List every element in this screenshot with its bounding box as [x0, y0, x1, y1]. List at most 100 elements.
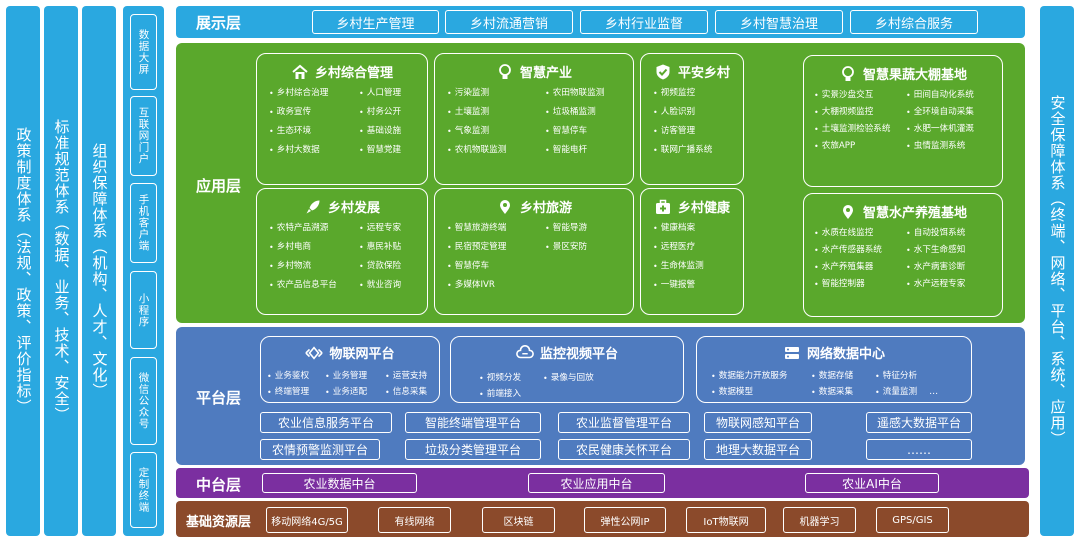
card-network-data-center[interactable]: 网络数据中心 数据能力开放服务 数据存储 特征分析 数据模型 数据采集 流量监测… — [696, 336, 972, 403]
list-item[interactable]: 远程专家 — [359, 223, 421, 234]
display-item-supervision[interactable]: 乡村行业监督 — [580, 10, 708, 34]
list-item[interactable]: 前端接入 — [479, 389, 537, 400]
list-item[interactable]: 生态环境 — [269, 126, 353, 137]
list-item[interactable]: 农田物联监测 — [545, 88, 627, 99]
channel-wechat-account[interactable]: 微信公众号 — [130, 357, 157, 445]
card-village-development[interactable]: 乡村发展 农特产品溯源 远程专家 乡村电商 惠民补贴 乡村物流 贷款保险 农产品… — [256, 188, 428, 315]
list-item[interactable]: 业务管理 — [325, 371, 383, 382]
platform-smart-terminal[interactable]: 智能终端管理平台 — [405, 412, 541, 433]
card-village-management[interactable]: 乡村综合管理 乡村综合治理 人口管理 政务宣传 村务公开 生态环境 基础设施 乡… — [256, 53, 428, 185]
list-item[interactable]: 农特产品溯源 — [269, 223, 353, 234]
base-mobile-network[interactable]: 移动网络4G/5G — [266, 507, 348, 533]
list-item[interactable]: 人口管理 — [359, 88, 421, 99]
list-item[interactable]: 垃圾桶监测 — [545, 107, 627, 118]
list-item[interactable]: 视频分发 — [479, 373, 537, 384]
platform-agri-info-service[interactable]: 农业信息服务平台 — [260, 412, 392, 433]
card-greenhouse-base[interactable]: 智慧果蔬大棚基地 实景沙盘交互 田间自动化系统 大棚视频监控 全环境自动采集 土… — [803, 55, 1003, 187]
list-item[interactable]: 健康档案 — [653, 223, 737, 234]
list-item[interactable]: 访客管理 — [653, 126, 737, 137]
list-item[interactable]: 智能电杆 — [545, 145, 627, 156]
base-blockchain[interactable]: 区块链 — [482, 507, 555, 533]
card-village-health[interactable]: 乡村健康 健康档案 远程医疗 生命体监测 一键报警 — [640, 188, 744, 315]
list-item[interactable]: 多媒体IVR — [447, 280, 539, 291]
list-item[interactable]: 智慧停车 — [447, 261, 539, 272]
list-item[interactable]: 乡村电商 — [269, 242, 353, 253]
list-item[interactable]: 农产品信息平台 — [269, 280, 353, 291]
list-item[interactable]: 数据能力开放服务 — [711, 371, 809, 382]
list-item[interactable]: 数据采集 — [811, 387, 873, 398]
list-item[interactable]: 智能导游 — [545, 223, 627, 234]
platform-agri-supervision[interactable]: 农业监督管理平台 — [558, 412, 690, 433]
list-item[interactable]: 运营支持 — [385, 371, 433, 382]
base-iot[interactable]: IoT物联网 — [686, 507, 766, 533]
card-safe-village[interactable]: 平安乡村 视频监控 人脸识别 访客管理 联网广播系统 — [640, 53, 744, 185]
display-item-marketing[interactable]: 乡村流通营销 — [445, 10, 573, 34]
list-item[interactable]: 水产传感器系统 — [814, 245, 900, 256]
list-item[interactable]: 虫情监测系统 — [906, 141, 996, 152]
channel-data-screen[interactable]: 数据大屏 — [130, 14, 157, 90]
base-gps-gis[interactable]: GPS/GIS — [876, 507, 949, 533]
list-item[interactable]: 贷款保险 — [359, 261, 421, 272]
platform-more[interactable]: …… — [866, 439, 972, 460]
list-item[interactable]: 一键报警 — [653, 280, 737, 291]
list-item[interactable]: 政务宣传 — [269, 107, 353, 118]
list-item[interactable]: 土壤监测 — [447, 107, 539, 118]
list-item[interactable]: 信息采集 — [385, 387, 433, 398]
list-item[interactable]: 水质在线监控 — [814, 228, 900, 239]
platform-farmer-health[interactable]: 农民健康关怀平台 — [558, 439, 690, 460]
middle-agri-data[interactable]: 农业数据中台 — [262, 473, 417, 493]
card-aquaculture-base[interactable]: 智慧水产养殖基地 水质在线监控 自动投饵系统 水产传感器系统 水下生命感知 水产… — [803, 193, 1003, 317]
list-item[interactable]: 数据模型 — [711, 387, 809, 398]
list-item[interactable]: 业务鉴权 — [267, 371, 323, 382]
list-item[interactable]: 水肥一体机灌溉 — [906, 124, 996, 135]
list-item[interactable]: 特征分析 — [875, 371, 965, 382]
list-item[interactable]: 智能控制器 — [814, 279, 900, 290]
list-item[interactable]: 民宿预定管理 — [447, 242, 539, 253]
base-elastic-ip[interactable]: 弹性公网IP — [584, 507, 666, 533]
list-item[interactable]: 村务公开 — [359, 107, 421, 118]
channel-web-portal[interactable]: 互联网门户 — [130, 96, 157, 176]
list-item[interactable]: 乡村大数据 — [269, 145, 353, 156]
list-item[interactable]: 水产远程专家 — [906, 279, 996, 290]
platform-agri-warning[interactable]: 农情预警监测平台 — [260, 439, 380, 460]
base-wired-network[interactable]: 有线网络 — [378, 507, 451, 533]
list-item[interactable]: 污染监测 — [447, 88, 539, 99]
display-item-governance[interactable]: 乡村智慧治理 — [715, 10, 843, 34]
list-item[interactable]: 就业咨询 — [359, 280, 421, 291]
list-item[interactable]: 乡村物流 — [269, 261, 353, 272]
list-item[interactable]: 水产病害诊断 — [906, 262, 996, 273]
list-item[interactable]: 远程医疗 — [653, 242, 737, 253]
card-video-monitor-platform[interactable]: 监控视频平台 视频分发 录像与回放 前端接入 — [450, 336, 684, 403]
list-item[interactable]: 水下生命感知 — [906, 245, 996, 256]
display-item-services[interactable]: 乡村综合服务 — [850, 10, 978, 34]
list-item[interactable]: 农机物联监测 — [447, 145, 539, 156]
display-item-production[interactable]: 乡村生产管理 — [312, 10, 439, 34]
list-item[interactable]: 实景沙盘交互 — [814, 90, 900, 101]
base-machine-learning[interactable]: 机器学习 — [783, 507, 856, 533]
card-smart-industry[interactable]: 智慧产业 污染监测 农田物联监测 土壤监测 垃圾桶监测 气象监测 智慧停车 农机… — [434, 53, 634, 185]
list-item[interactable]: 人脸识别 — [653, 107, 737, 118]
platform-waste-sorting[interactable]: 垃圾分类管理平台 — [405, 439, 541, 460]
list-item[interactable]: 自动投饵系统 — [906, 228, 996, 239]
list-item[interactable]: 乡村综合治理 — [269, 88, 353, 99]
list-item[interactable]: 联网广播系统 — [653, 145, 737, 156]
list-item[interactable]: 数据存储 — [811, 371, 873, 382]
list-item[interactable]: 农旅APP — [814, 141, 900, 152]
list-item[interactable]: 录像与回放 — [543, 373, 677, 384]
channel-mobile-client[interactable]: 手机客户端 — [130, 183, 157, 263]
middle-agri-ai[interactable]: 农业AI中台 — [805, 473, 939, 493]
list-item[interactable]: 土壤监测检验系统 — [814, 124, 900, 135]
list-item[interactable]: 景区安防 — [545, 242, 627, 253]
list-item[interactable]: 智慧停车 — [545, 126, 627, 137]
list-item[interactable]: 气象监测 — [447, 126, 539, 137]
list-item[interactable]: 水产养殖集器 — [814, 262, 900, 273]
card-village-tourism[interactable]: 乡村旅游 智慧旅游终端 智能导游 民宿预定管理 景区安防 智慧停车 多媒体IVR — [434, 188, 634, 315]
list-item[interactable]: 终端管理 — [267, 387, 323, 398]
platform-remote-sensing[interactable]: 遥感大数据平台 — [866, 412, 972, 433]
list-item[interactable]: 业务适配 — [325, 387, 383, 398]
platform-iot-sensing[interactable]: 物联网感知平台 — [704, 412, 812, 433]
list-item[interactable]: 智慧党建 — [359, 145, 421, 156]
list-item[interactable]: 大棚视频监控 — [814, 107, 900, 118]
channel-mini-program[interactable]: 小程序 — [130, 271, 157, 349]
platform-geo-bigdata[interactable]: 地理大数据平台 — [704, 439, 812, 460]
